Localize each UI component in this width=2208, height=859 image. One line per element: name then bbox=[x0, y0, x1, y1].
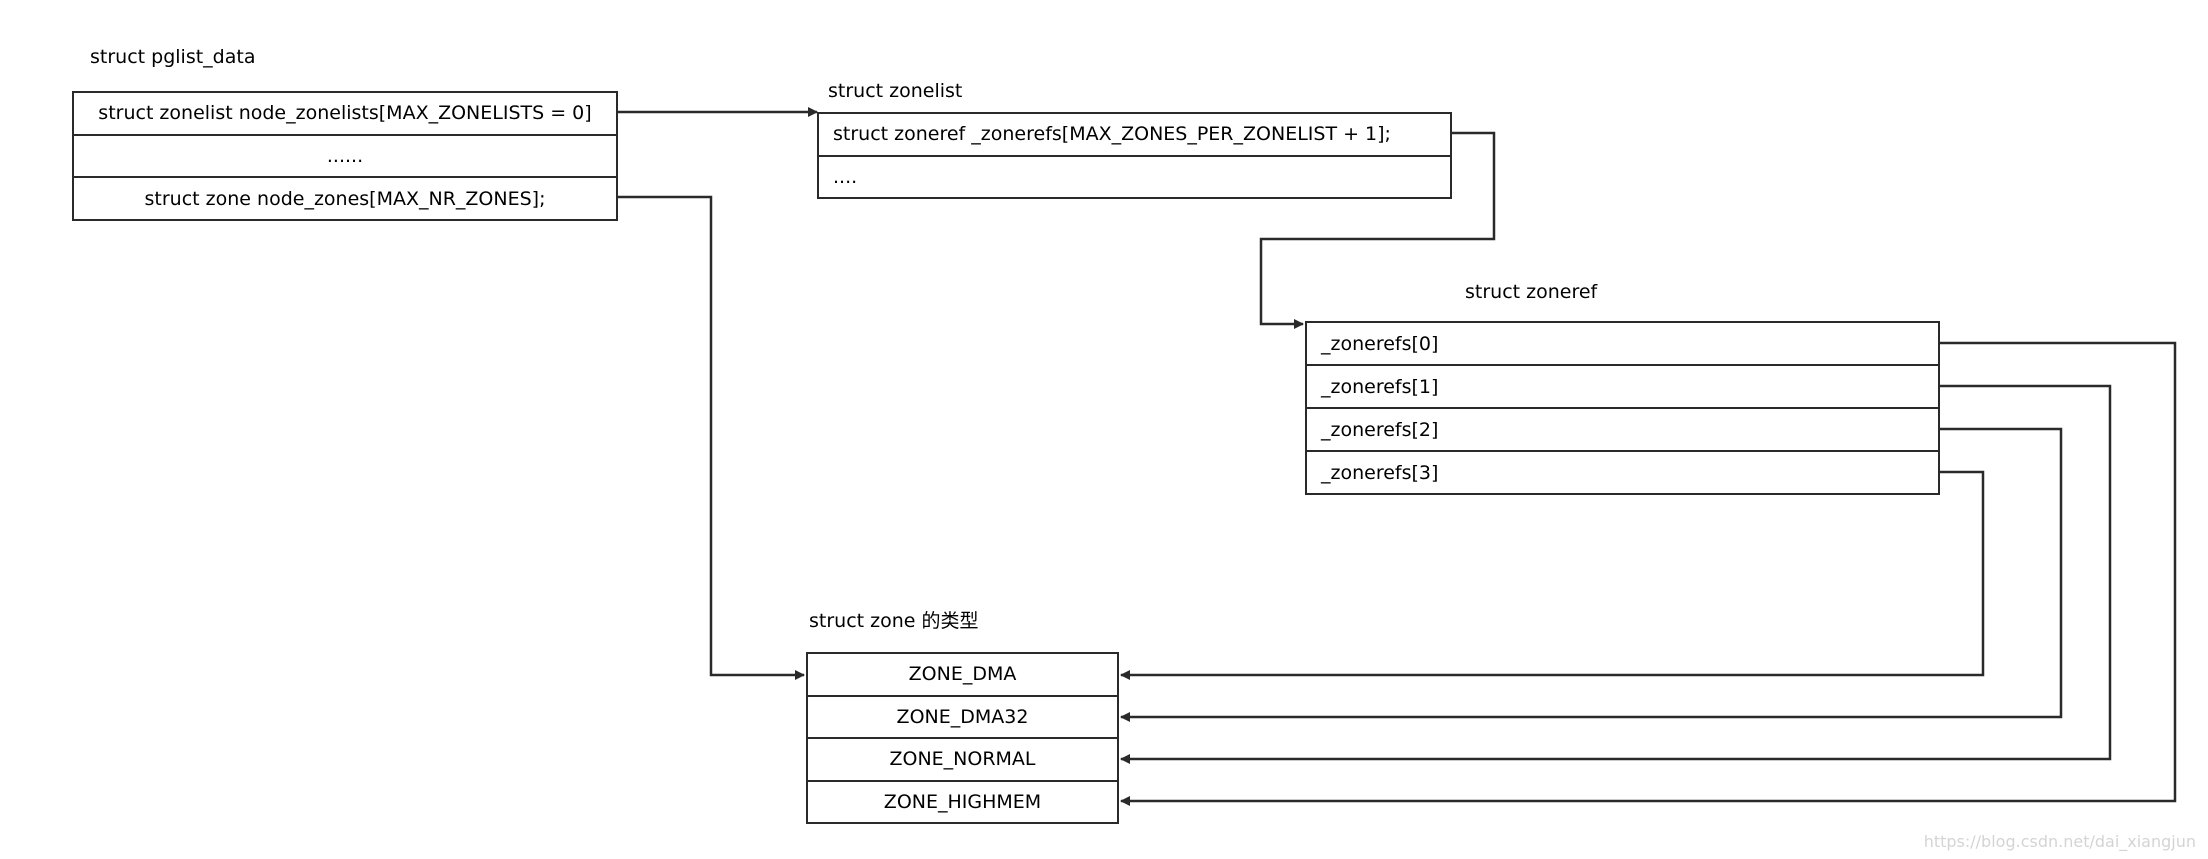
zonelist-row-zonerefs: struct zoneref _zonerefs[MAX_ZONES_PER_Z… bbox=[833, 123, 1391, 146]
zoneref-box: _zonerefs[0] _zonerefs[1] _zonerefs[2] _… bbox=[1305, 321, 1940, 495]
arrow-zonelist-to-zoneref bbox=[1259, 131, 1496, 329]
zoneref-row-0: _zonerefs[0] bbox=[1321, 332, 1439, 355]
pglist-row-node-zones: struct zone node_zones[MAX_NR_ZONES]; bbox=[74, 176, 616, 219]
zonelist-title: struct zonelist bbox=[828, 80, 963, 102]
arrow-zoneref-1-to-zone-normal bbox=[1120, 384, 2112, 764]
zone-types-title: struct zone 的类型 bbox=[809, 610, 979, 632]
zone-row-highmem: ZONE_HIGHMEM bbox=[808, 779, 1117, 823]
zonelist-row-ellipsis: .... bbox=[819, 154, 1450, 198]
zoneref-title: struct zoneref bbox=[1465, 281, 1598, 303]
zoneref-row-2: _zonerefs[2] bbox=[1307, 407, 1938, 450]
pglist-row-node-zonelists: struct zonelist node_zonelists[MAX_ZONEL… bbox=[98, 102, 592, 125]
zone-row-dma32: ZONE_DMA32 bbox=[808, 694, 1117, 738]
arrow-node-zones-to-zone-types bbox=[618, 195, 805, 680]
zoneref-row-3: _zonerefs[3] bbox=[1307, 450, 1938, 493]
pglist-data-title: struct pglist_data bbox=[90, 46, 256, 68]
pglist-data-box: struct zonelist node_zonelists[MAX_ZONEL… bbox=[72, 91, 618, 221]
arrow-zoneref-2-to-zone-dma32 bbox=[1120, 427, 2063, 722]
pglist-row-ellipsis: ...... bbox=[74, 133, 616, 177]
zone-types-box: ZONE_DMA ZONE_DMA32 ZONE_NORMAL ZONE_HIG… bbox=[806, 652, 1119, 824]
arrow-zoneref-0-to-zone-highmem bbox=[1120, 341, 2177, 806]
zone-row-dma: ZONE_DMA bbox=[908, 663, 1017, 686]
arrow-zoneref-3-to-zone-dma bbox=[1120, 470, 1985, 680]
zoneref-row-1: _zonerefs[1] bbox=[1307, 364, 1938, 407]
zonelist-box: struct zoneref _zonerefs[MAX_ZONES_PER_Z… bbox=[817, 112, 1452, 199]
zone-row-normal: ZONE_NORMAL bbox=[808, 737, 1117, 780]
watermark-text: https://blog.csdn.net/dai_xiangjun bbox=[1923, 832, 2196, 851]
